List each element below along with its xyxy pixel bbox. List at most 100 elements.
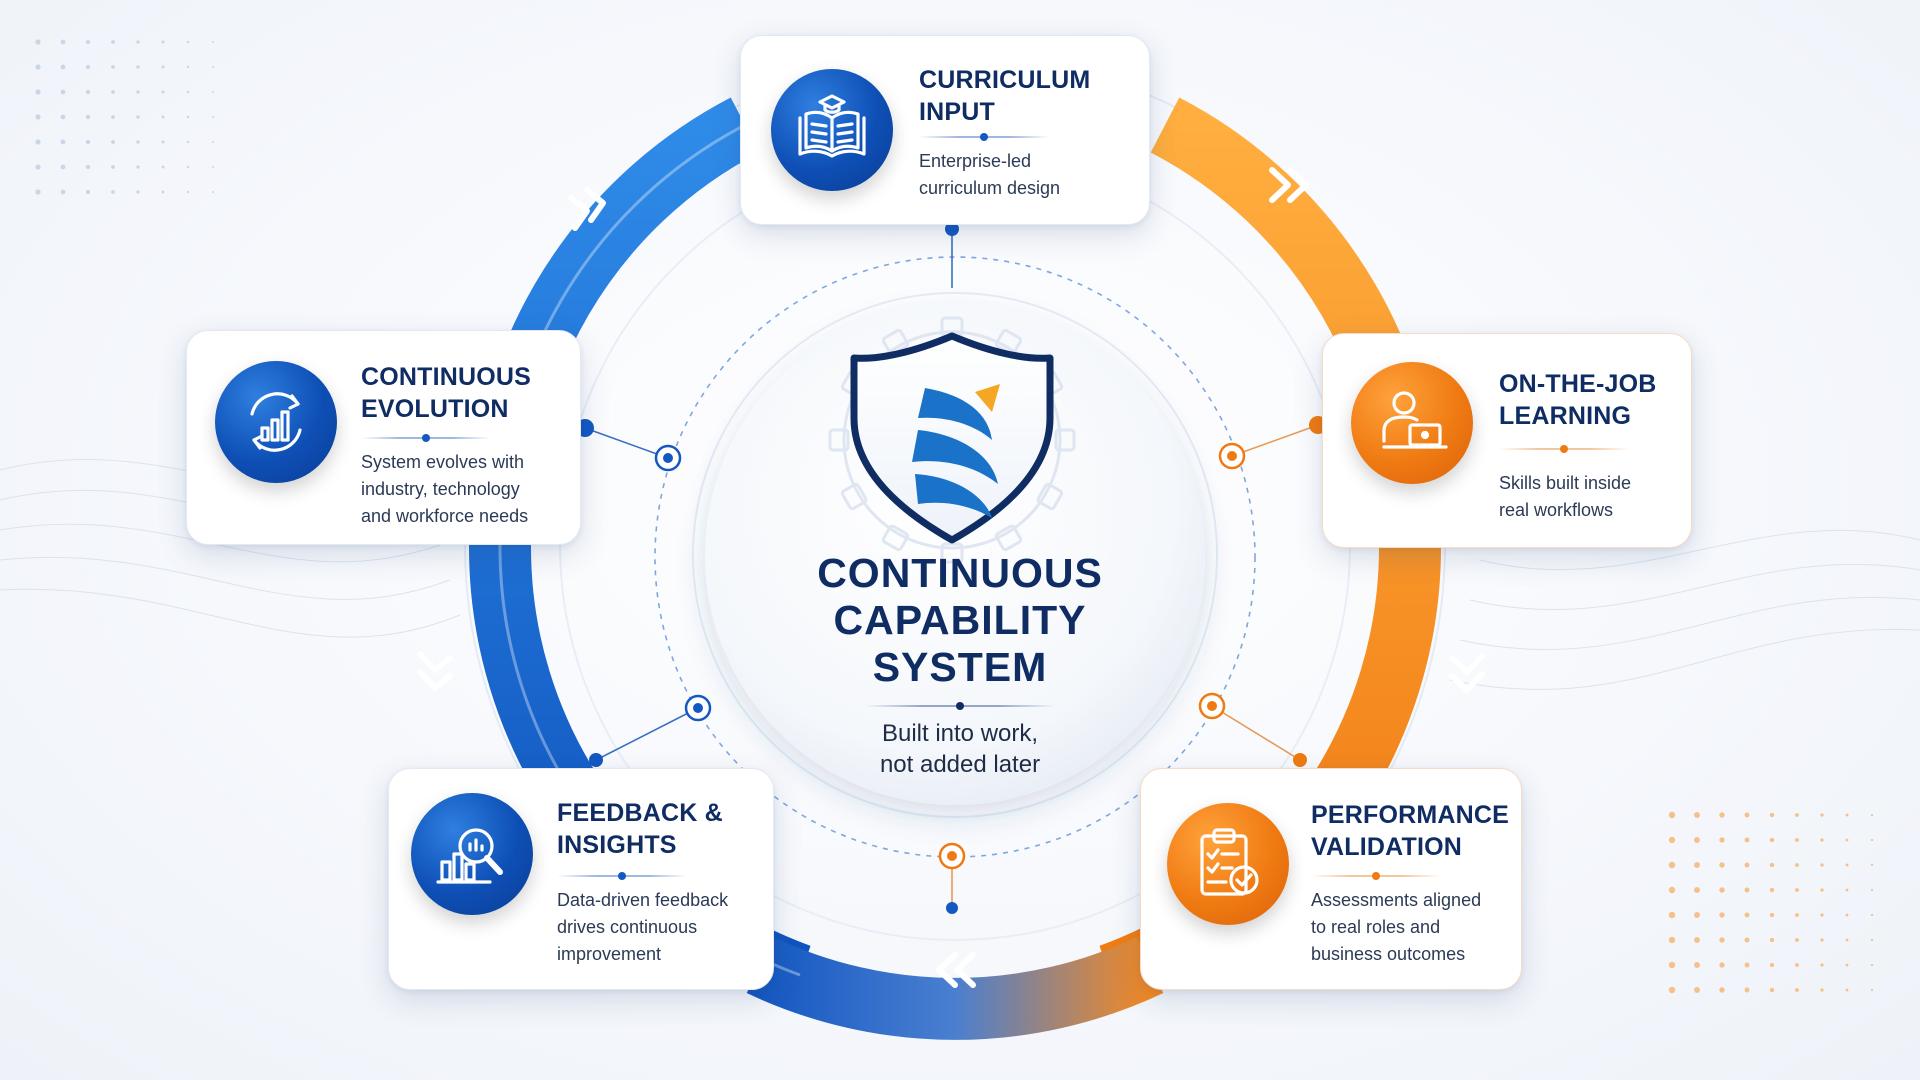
decor-dot bbox=[35, 39, 41, 45]
stage-card-on-the-job: ON-THE-JOB LEARNING Skills built inside … bbox=[1322, 333, 1692, 548]
stage-title: CURRICULUM INPUT bbox=[919, 64, 1090, 128]
decor-dot bbox=[186, 90, 190, 94]
decor-dot bbox=[1870, 963, 1874, 967]
decor-dot bbox=[60, 89, 66, 95]
stage-desc-line: Assessments aligned bbox=[1311, 890, 1482, 910]
decor-dot bbox=[1694, 987, 1700, 993]
stage-desc-line: System evolves with bbox=[361, 452, 525, 472]
decor-dot bbox=[1744, 937, 1750, 943]
decor-dot bbox=[1694, 962, 1700, 968]
decor-dot bbox=[35, 114, 41, 120]
decor-dot bbox=[1769, 937, 1775, 943]
ring-arc-bottom bbox=[746, 936, 1164, 1040]
stage-card-curriculum: CURRICULUM INPUT Enterprise-led curricul… bbox=[740, 35, 1150, 225]
decor-dot bbox=[136, 165, 140, 169]
decor-dot bbox=[212, 141, 214, 143]
stage-divider bbox=[557, 872, 687, 880]
decor-dot bbox=[1668, 861, 1676, 869]
center-subtitle-line: not added later bbox=[879, 751, 1041, 778]
decor-dot bbox=[1820, 913, 1824, 917]
decor-dot bbox=[1845, 888, 1849, 892]
chart-cycle-icon bbox=[215, 361, 337, 483]
decor-dot bbox=[136, 190, 140, 194]
decor-dot bbox=[161, 90, 165, 94]
stage-divider bbox=[361, 434, 491, 442]
decor-dot bbox=[1845, 988, 1849, 992]
gear-tooth bbox=[881, 524, 910, 552]
decor-dot bbox=[212, 91, 214, 93]
decor-dot bbox=[161, 65, 165, 69]
decor-dot bbox=[1870, 988, 1874, 992]
decor-dot bbox=[85, 139, 91, 145]
decor-dot bbox=[35, 164, 41, 170]
stage-title-line: EVOLUTION bbox=[361, 395, 509, 423]
decor-dot bbox=[111, 165, 115, 169]
decor-dot bbox=[60, 39, 66, 45]
decor-dot bbox=[1769, 987, 1775, 993]
decor-dot bbox=[1744, 987, 1750, 993]
stage-desc-line: real workflows bbox=[1499, 500, 1614, 520]
center-title: CONTINUOUS CAPABILITY SYSTEM bbox=[760, 550, 1160, 691]
clipboard-check-icon bbox=[1167, 803, 1289, 925]
decor-dot bbox=[85, 39, 91, 45]
decor-dot bbox=[1719, 887, 1725, 893]
stage-divider bbox=[1499, 445, 1629, 453]
decor-dot bbox=[85, 114, 91, 120]
decor-dot bbox=[186, 190, 190, 194]
decor-dot bbox=[35, 89, 41, 95]
decor-dot bbox=[1820, 988, 1824, 992]
decor-dot bbox=[1719, 987, 1725, 993]
stage-desc-line: curriculum design bbox=[919, 178, 1061, 198]
decor-dot bbox=[1744, 862, 1750, 868]
decor-dot bbox=[1769, 887, 1775, 893]
decor-dot bbox=[60, 64, 66, 70]
stage-title: CONTINUOUS EVOLUTION bbox=[361, 361, 531, 425]
stage-divider bbox=[919, 133, 1049, 141]
chevron-right-icon bbox=[568, 187, 606, 231]
stage-description: Skills built inside real workflows bbox=[1499, 470, 1631, 524]
decor-dot bbox=[1820, 938, 1824, 942]
decor-dot bbox=[111, 115, 115, 119]
gear-tooth bbox=[840, 482, 868, 511]
decor-dot bbox=[186, 65, 190, 69]
stage-desc-line: improvement bbox=[557, 944, 662, 964]
stage-title-line: LEARNING bbox=[1499, 402, 1632, 430]
decor-dot bbox=[1694, 837, 1700, 843]
decor-dot bbox=[1820, 838, 1824, 842]
decor-dot bbox=[212, 166, 214, 168]
decor-dot bbox=[212, 191, 214, 193]
decor-dot bbox=[60, 164, 66, 170]
decor-dot bbox=[1845, 913, 1849, 917]
stage-card-feedback: FEEDBACK & INSIGHTS Data-driven feedback… bbox=[388, 768, 774, 990]
stage-description: Data-driven feedback drives continuous i… bbox=[557, 887, 728, 968]
stage-desc-line: industry, technology bbox=[361, 479, 520, 499]
decor-dot bbox=[186, 115, 190, 119]
chevron-down-icon bbox=[1449, 653, 1485, 693]
dot-grid-top-left bbox=[35, 39, 214, 195]
decor-dot bbox=[212, 116, 214, 118]
decor-dot bbox=[212, 66, 214, 68]
decor-dot bbox=[1668, 986, 1676, 994]
decor-dot bbox=[161, 190, 165, 194]
stage-desc-line: Data-driven feedback bbox=[557, 890, 729, 910]
center-title-line: CONTINUOUS bbox=[817, 550, 1103, 596]
center-title-line: SYSTEM bbox=[872, 644, 1048, 690]
decor-dot bbox=[1820, 888, 1824, 892]
stage-title-line: PERFORMANCE bbox=[1311, 801, 1510, 829]
decor-dot bbox=[1719, 837, 1725, 843]
decor-dot bbox=[60, 139, 66, 145]
decor-dot bbox=[111, 65, 115, 69]
decor-dot bbox=[1870, 938, 1874, 942]
decor-dot bbox=[1769, 912, 1775, 918]
decor-dot bbox=[1694, 887, 1700, 893]
decor-dot bbox=[136, 140, 140, 144]
stage-desc-line: business outcomes bbox=[1311, 944, 1466, 964]
decor-dot bbox=[1845, 938, 1849, 942]
decor-dot bbox=[35, 64, 41, 70]
stage-title-line: ON-THE-JOB bbox=[1499, 370, 1657, 398]
center-subtitle-line: Built into work, bbox=[881, 720, 1039, 747]
decor-dot bbox=[1668, 961, 1676, 969]
decor-dot bbox=[1744, 912, 1750, 918]
decor-dot bbox=[1694, 937, 1700, 943]
decor-dot bbox=[186, 40, 190, 44]
